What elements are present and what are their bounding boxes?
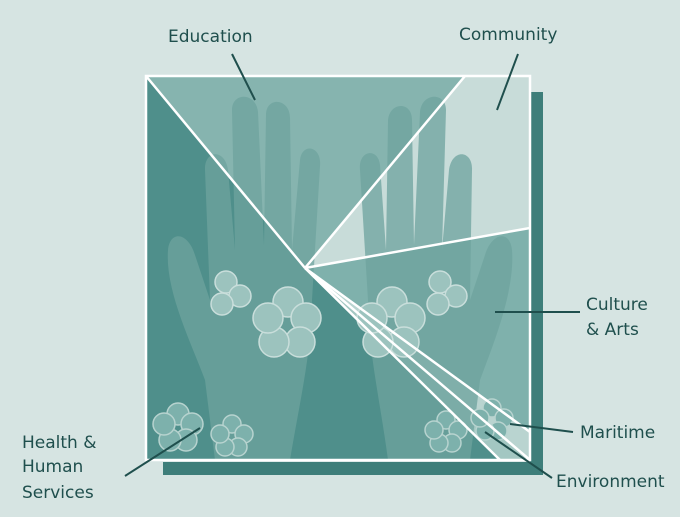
label-community: Community xyxy=(459,25,557,45)
bottom-left-flowers xyxy=(152,402,254,457)
left-palm-flowers xyxy=(210,270,322,358)
label-culture-line2: & Arts xyxy=(586,320,639,340)
wedge-outlines xyxy=(144,74,532,462)
left-hand-illustration xyxy=(167,96,321,461)
label-environment: Environment xyxy=(556,472,665,492)
label-maritime: Maritime xyxy=(580,423,655,443)
bottom-right-flowers xyxy=(424,398,514,453)
label-health-line3: Services xyxy=(22,483,94,503)
label-education: Education xyxy=(168,27,253,47)
right-palm-flowers xyxy=(356,270,468,358)
label-health-line2: Human xyxy=(22,457,83,477)
label-culture-line1: Culture xyxy=(586,295,648,315)
leader-lines xyxy=(124,53,580,479)
label-health-line1: Health & xyxy=(22,433,96,453)
